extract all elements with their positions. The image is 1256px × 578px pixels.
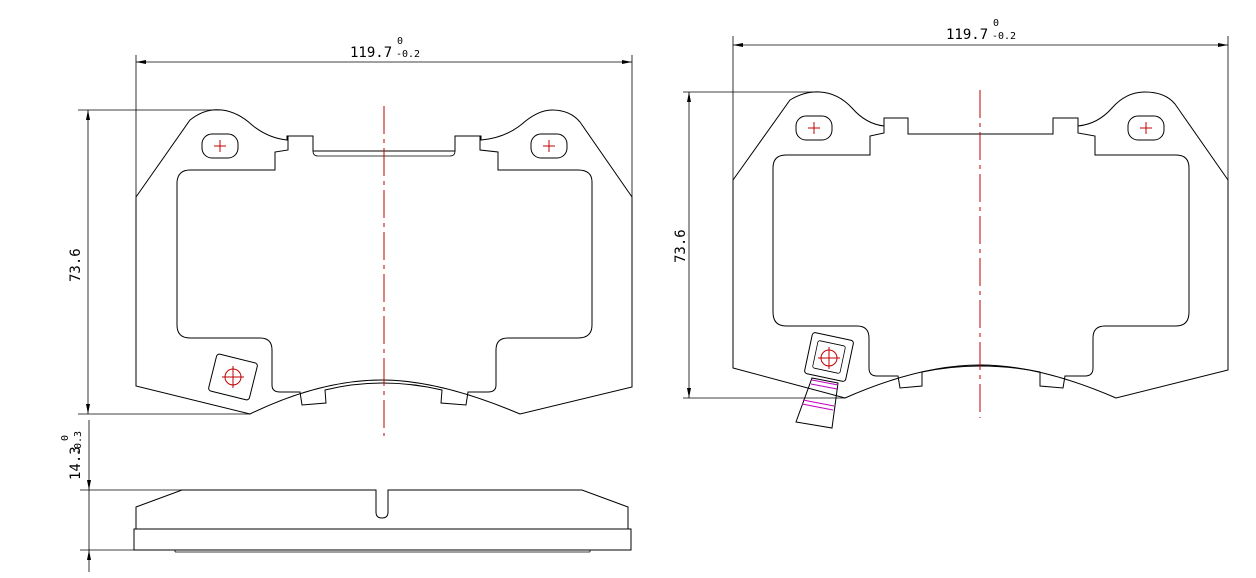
left-width-value: 119.7 <box>350 45 392 61</box>
left-width-lower-tolerance: -0.2 <box>396 49 420 60</box>
right-width-lower-tolerance: -0.2 <box>992 31 1016 42</box>
left-friction-material-outline <box>176 136 593 406</box>
left-height-value: 73.6 <box>68 248 84 282</box>
left-wear-indicator-pin <box>208 353 258 401</box>
side-view-backing-plate <box>133 528 632 551</box>
right-height-dimension: 73.6 <box>673 91 845 399</box>
left-backing-plate-outline <box>135 109 633 415</box>
right-width-dimension: 119.7 0 -0.2 <box>732 18 1229 180</box>
right-height-value: 73.6 <box>673 229 689 263</box>
right-mounting-hole-right <box>1127 115 1165 141</box>
left-mounting-hole-left <box>201 133 239 159</box>
right-friction-material-outline <box>772 126 1190 389</box>
right-wear-sensor <box>795 332 854 429</box>
right-pad-view <box>732 90 1229 429</box>
left-height-dimension: 73.6 <box>68 109 250 415</box>
thickness-value: 14.3 <box>68 446 84 480</box>
left-mounting-hole-right <box>530 133 568 159</box>
thickness-upper-tolerance: 0 <box>60 435 71 441</box>
left-width-upper-tolerance: 0 <box>397 36 403 47</box>
right-width-upper-tolerance: 0 <box>993 18 999 29</box>
left-pad-front-view <box>135 106 633 436</box>
side-view-friction-block <box>135 489 629 529</box>
thickness-lower-tolerance: -0.3 <box>73 431 84 455</box>
left-width-dimension: 119.7 0 -0.2 <box>135 36 633 197</box>
right-mounting-hole-left <box>795 115 833 141</box>
side-view <box>133 489 632 553</box>
right-width-value: 119.7 <box>946 27 988 43</box>
thickness-dimension: 14.3 0 -0.3 <box>60 420 182 572</box>
